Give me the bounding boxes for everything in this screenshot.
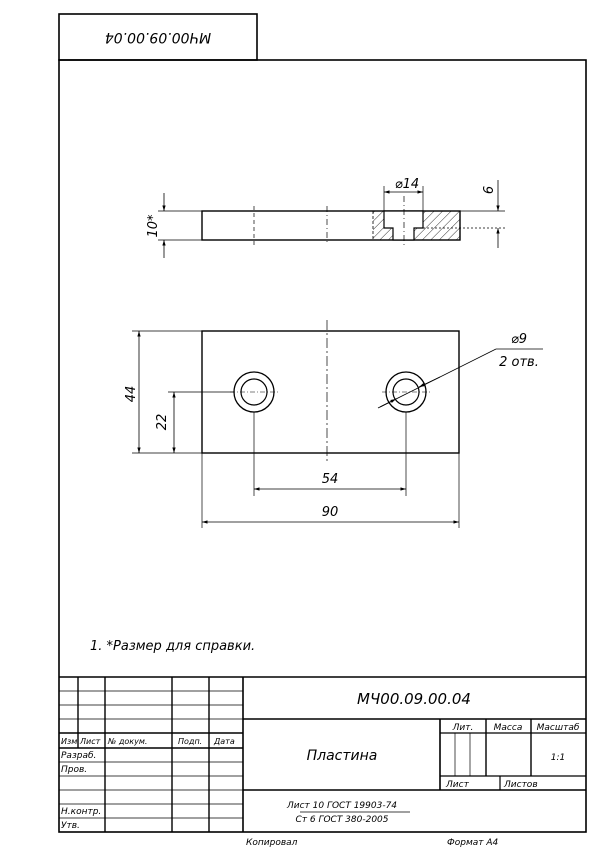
dim-hole-dia: ⌀14 <box>395 177 419 192</box>
row-prov: Пров. <box>61 765 87 775</box>
footer-copied: Копировал <box>246 838 298 848</box>
hdr-doc-num: № докум. <box>107 737 147 746</box>
hdr-izm: Изм <box>61 737 77 746</box>
hdr-massa: Масса <box>494 723 523 733</box>
material-line-2: Ст 6 ГОСТ 380-2005 <box>295 815 388 825</box>
dim-holes-count: 2 отв. <box>499 355 539 370</box>
top-stamp-number: МЧ00.09.00.04 <box>105 29 211 45</box>
side-view: ⌀14 6 10* <box>146 177 505 258</box>
dim-small-hole: ⌀9 <box>511 332 527 347</box>
scale-value: 1:1 <box>551 753 565 763</box>
hdr-lit: Лит. <box>452 723 474 733</box>
drawing-note: 1. *Размер для справки. <box>90 639 255 654</box>
hdr-sign: Подп. <box>178 737 202 746</box>
counterbore-profile <box>383 210 424 241</box>
hdr-list: Лист <box>79 737 101 746</box>
dim-height: 44 <box>124 386 139 403</box>
row-razrab: Разраб. <box>61 751 96 761</box>
doc-number: МЧ00.09.00.04 <box>357 690 471 708</box>
dim-half-height: 22 <box>155 414 170 431</box>
dim-hole-spacing: 54 <box>322 472 339 487</box>
row-utv: Утв. <box>61 821 80 831</box>
title-block <box>59 676 586 832</box>
sheet-frame <box>58 59 587 833</box>
top-view: ⌀9 2 отв. 44 22 54 90 <box>124 320 543 528</box>
top-stamp-frame <box>58 13 258 61</box>
row-nkontr: Н.контр. <box>61 807 101 817</box>
part-name: Пластина <box>307 748 378 764</box>
hdr-date: Дата <box>213 737 235 746</box>
hdr-masshtab: Масштаб <box>537 723 580 733</box>
material-line-1: Лист 10 ГОСТ 19903-74 <box>286 801 397 811</box>
hdr-sheets: Листов <box>503 780 538 790</box>
dim-thickness: 10* <box>146 214 161 238</box>
hdr-sheet: Лист <box>445 780 470 790</box>
footer-format: Формат А4 <box>447 838 499 848</box>
dim-cbore-depth: 6 <box>482 186 497 194</box>
dim-length: 90 <box>322 505 339 520</box>
